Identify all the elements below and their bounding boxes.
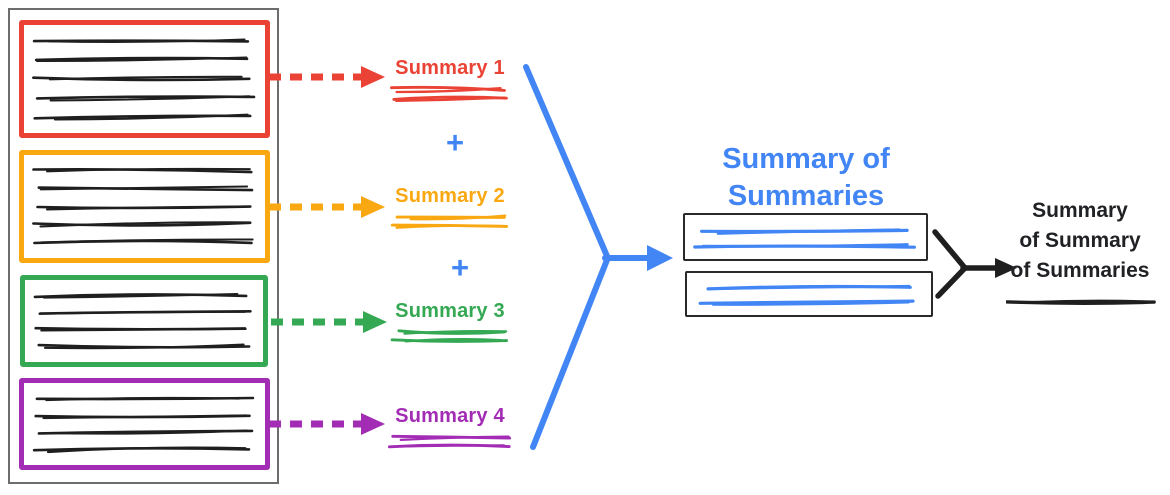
summary-2-scribble — [390, 214, 509, 229]
summary-2-group: Summary 2 — [388, 183, 512, 240]
summary-of-summaries-title: Summary of Summaries — [698, 141, 914, 215]
document-3-arrow-icon — [271, 311, 387, 333]
summary-3-scribble — [390, 329, 509, 343]
summary-1-group: Summary 1 — [388, 55, 512, 112]
summary-4-group: Summary 4 — [387, 403, 512, 460]
final-line-3: of Summaries — [1010, 259, 1150, 282]
summary-2-label: Summary 2 — [395, 185, 505, 207]
document-2-box — [19, 150, 270, 263]
document-4-box — [19, 378, 270, 470]
document-1-box — [19, 20, 270, 138]
document-3-text-scribble — [33, 292, 252, 350]
plus-operator-1: + — [445, 125, 465, 160]
document-2-arrow-icon — [269, 196, 385, 218]
summary-of-summaries-scribble-2 — [698, 284, 915, 306]
summary-of-summaries-box-2 — [685, 271, 933, 317]
summary-1-label: Summary 1 — [395, 57, 505, 79]
title-line-2: Summaries — [727, 180, 885, 212]
document-4-text-scribble — [32, 396, 255, 454]
source-documents-panel — [8, 8, 279, 484]
title-line-1: Summary of — [722, 143, 890, 175]
summary-3-label: Summary 3 — [395, 300, 505, 322]
final-summary-scribble — [1006, 299, 1156, 305]
document-4-arrow-icon — [269, 413, 385, 435]
plus-operator-2: + — [450, 250, 470, 285]
summary-3-group: Summary 3 — [388, 298, 512, 355]
summary-of-summaries-box-1 — [683, 213, 928, 261]
merge-arrow-blue-icon — [523, 64, 673, 450]
final-line-1: Summary — [1032, 199, 1128, 222]
document-3-box — [20, 275, 268, 367]
summary-4-scribble — [387, 434, 512, 449]
final-line-2: of Summary — [1019, 229, 1141, 252]
summary-1-scribble — [390, 85, 508, 103]
merge-arrow-black-icon — [932, 229, 1017, 299]
final-summary-label: Summary of Summary of Summaries — [998, 196, 1162, 286]
summary-of-summaries-scribble-1 — [693, 228, 916, 249]
summary-4-label: Summary 4 — [395, 405, 505, 427]
document-2-text-scribble — [31, 167, 254, 245]
document-1-text-scribble — [31, 38, 256, 121]
document-1-arrow-icon — [269, 66, 385, 88]
